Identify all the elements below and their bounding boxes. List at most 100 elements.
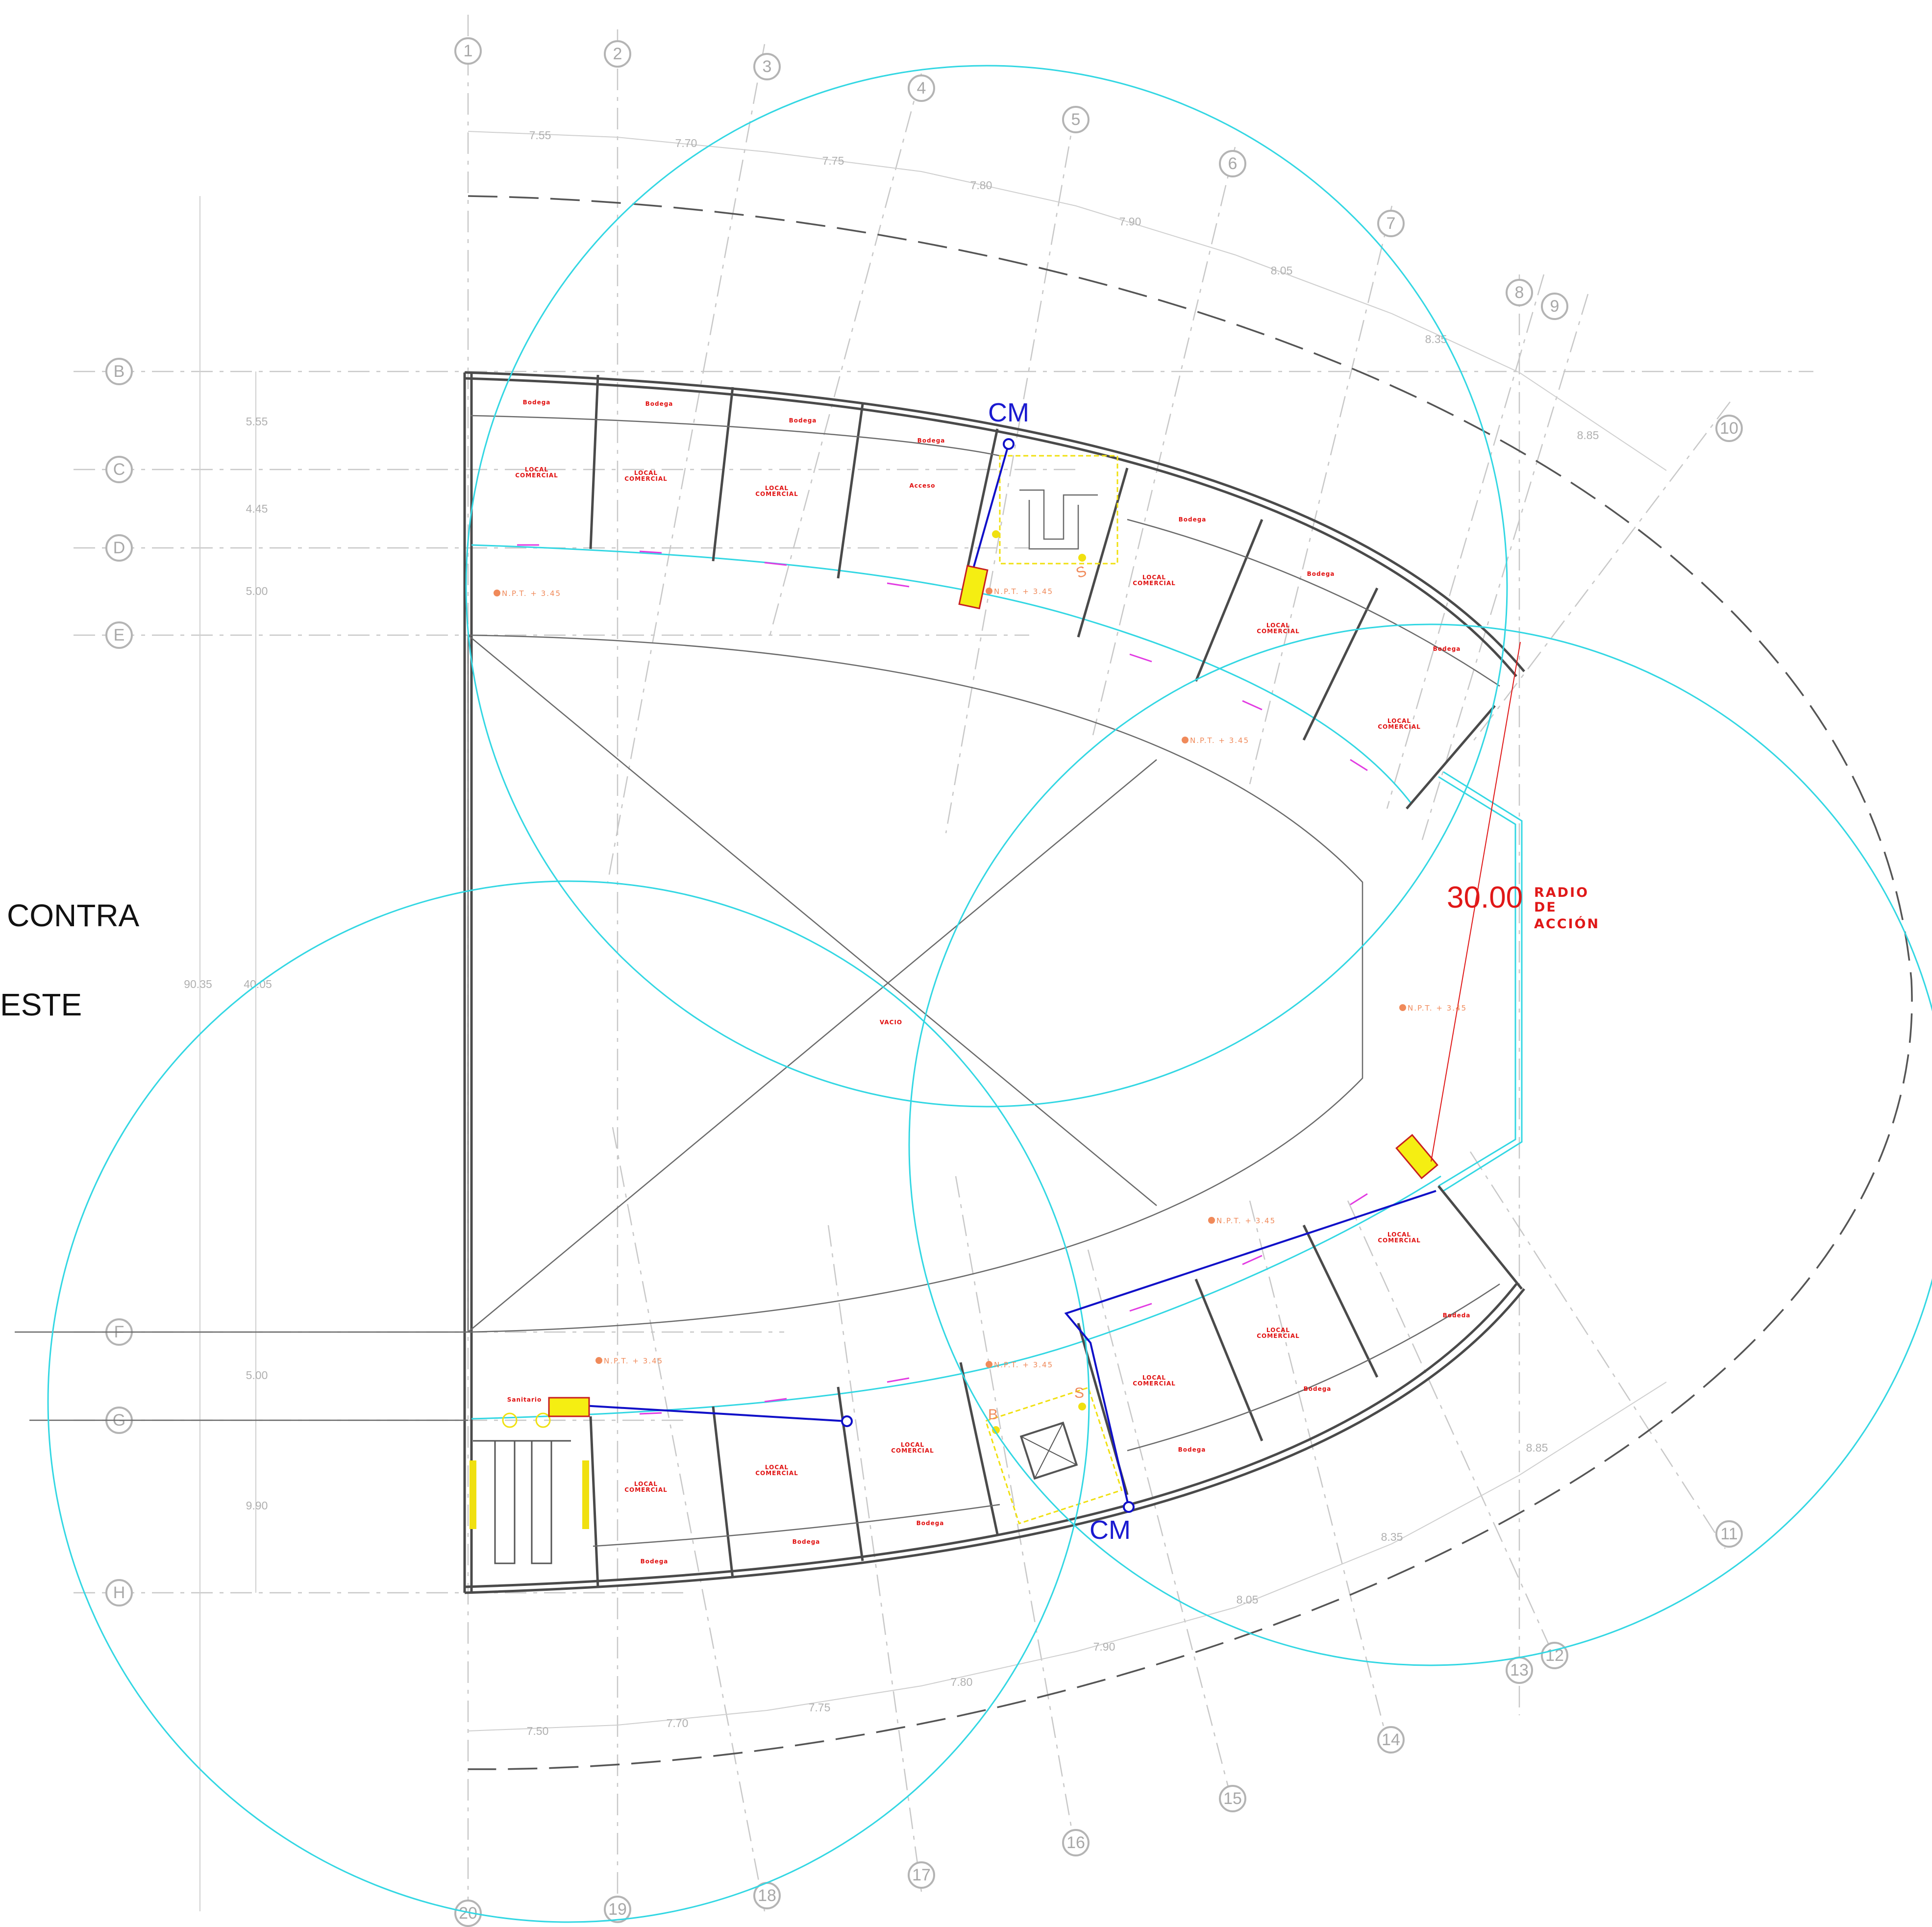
- svg-text:11: 11: [1720, 1525, 1737, 1543]
- dim-bottom-2: 7.70: [667, 1717, 689, 1729]
- grid-bubble-D: D: [105, 534, 133, 562]
- radius-line: [1431, 642, 1521, 1162]
- dim-top-5: 7.90: [1119, 215, 1141, 228]
- npt-4: N.P.T. + 3.45: [1408, 1004, 1467, 1013]
- grid-bubble-19: 19: [604, 1896, 631, 1923]
- radius-label-3: ACCIÓN: [1534, 916, 1600, 932]
- room-local-5: LOCAL: [1266, 622, 1290, 629]
- room-bodega-9: Bodega: [793, 1538, 820, 1545]
- npt-7: N.P.T. + 3.45: [994, 1360, 1053, 1369]
- dim-left-1: 5.55: [246, 415, 268, 428]
- outer-dashed-arc: [468, 195, 1913, 1770]
- room-local-11: LOCAL: [1266, 1327, 1290, 1334]
- room-comercial-5: COMERCIAL: [1257, 628, 1300, 635]
- room-local-10: LOCAL: [1142, 1374, 1166, 1381]
- room-vacio: VACIO: [880, 1019, 902, 1026]
- room-comercial-11: COMERCIAL: [1257, 1333, 1300, 1339]
- grid-bubble-5: 5: [1062, 106, 1090, 133]
- grid-bubble-11: 11: [1715, 1520, 1743, 1548]
- grid-bubbles-bottom: 11 12 13 14 15 16 17 18 19 20: [454, 1520, 1743, 1927]
- room-bodega-6: Bodega: [1307, 570, 1335, 577]
- npt-1: N.P.T. + 3.45: [502, 589, 561, 598]
- room-comercial-2: COMERCIAL: [624, 475, 668, 482]
- room-local-1: LOCAL: [525, 466, 548, 473]
- grid-bubble-9: 9: [1541, 293, 1568, 320]
- grid-bubble-12: 12: [1541, 1642, 1568, 1669]
- grid-bubble-10: 10: [1715, 415, 1743, 442]
- dim-top-2: 7.70: [675, 137, 697, 149]
- stair-bottom: B S: [985, 1385, 1123, 1525]
- dim-bottom-5: 7.90: [1093, 1640, 1115, 1653]
- dim-bottom-6: 8.05: [1237, 1593, 1259, 1606]
- svg-text:6: 6: [1228, 154, 1238, 173]
- radius-label-1: RADIO: [1534, 885, 1589, 900]
- left-title-line-1: CONTRA: [7, 898, 140, 933]
- svg-text:2: 2: [613, 45, 622, 63]
- room-bodega-2: Bodega: [645, 400, 673, 407]
- room-comercial-3: COMERCIAL: [755, 491, 798, 497]
- room-bodega-13: Bodeda: [1443, 1312, 1471, 1319]
- dim-left-3: 5.00: [246, 585, 268, 597]
- dim-left-2: 4.45: [246, 502, 268, 515]
- npt-5: N.P.T. + 3.45: [1216, 1216, 1276, 1225]
- radius-label-2: DE: [1534, 900, 1557, 915]
- dim-bottom-3: 7.75: [809, 1701, 831, 1714]
- room-local-8: LOCAL: [765, 1464, 789, 1471]
- svg-text:14: 14: [1382, 1730, 1400, 1749]
- grid-bubble-C: C: [105, 456, 133, 483]
- room-local-12: LOCAL: [1387, 1231, 1411, 1238]
- room-local-4: LOCAL: [1142, 574, 1166, 581]
- room-bodega-5: Bodega: [1179, 516, 1207, 523]
- room-bodega-12: Bodega: [1304, 1385, 1332, 1392]
- room-comercial-9: COMERCIAL: [891, 1447, 934, 1454]
- svg-text:12: 12: [1545, 1646, 1564, 1665]
- grid-bubble-6: 6: [1219, 150, 1246, 177]
- grid-bubble-18: 18: [753, 1882, 781, 1909]
- room-bodega-1: Bodega: [523, 399, 551, 406]
- grid-bubble-13: 13: [1506, 1656, 1533, 1684]
- door-markers: [517, 544, 1368, 1415]
- fire-pipes: [583, 438, 1437, 1513]
- grid-bubble-H: H: [105, 1579, 133, 1606]
- dim-top-6: 8.05: [1271, 264, 1293, 277]
- radius-value: 30.00: [1447, 881, 1523, 914]
- room-local-3: LOCAL: [765, 485, 789, 492]
- dim-top-4: 7.80: [970, 179, 992, 192]
- grid-bubble-2: 2: [604, 40, 631, 68]
- room-comercial-8: COMERCIAL: [755, 1470, 798, 1477]
- room-local-9: LOCAL: [901, 1441, 924, 1448]
- svg-text:D: D: [113, 539, 125, 557]
- room-bodega-10: Bodega: [916, 1520, 944, 1527]
- room-comercial-6: COMERCIAL: [1378, 723, 1421, 730]
- room-labels: Bodega Bodega Bodega Bodega Bodega Bodeg…: [515, 399, 1470, 1565]
- grid-bubbles-top: 1 2 3 4 5 6 7 8 9 10: [454, 37, 1743, 442]
- dim-bottom-4: 7.80: [951, 1676, 973, 1688]
- coverage-circles: [47, 65, 1932, 1923]
- dim-top-8: 8.85: [1577, 429, 1599, 442]
- svg-text:15: 15: [1223, 1789, 1242, 1808]
- grid-bubble-7: 7: [1377, 210, 1405, 237]
- fire-cabinets: [548, 565, 1438, 1417]
- level-markers: N.P.T. + 3.45 N.P.T. + 3.45 N.P.T. + 3.4…: [494, 587, 1467, 1369]
- cm-label-top: CM: [988, 398, 1029, 427]
- stair-top-letter: S: [1074, 563, 1089, 582]
- dim-top-1: 7.55: [529, 129, 551, 142]
- grid-bubble-16: 16: [1062, 1829, 1090, 1856]
- room-bodega-3: Bodega: [789, 417, 817, 424]
- svg-text:B: B: [114, 362, 125, 381]
- svg-text:16: 16: [1066, 1833, 1085, 1852]
- label-sanitario: Sanitario: [507, 1396, 542, 1403]
- room-comercial-10: COMERCIAL: [1133, 1380, 1176, 1387]
- room-bodega-7: Bodega: [1433, 645, 1461, 652]
- svg-text:C: C: [113, 460, 125, 479]
- grid-axes: [74, 15, 1813, 1916]
- room-acceso: Acceso: [909, 482, 935, 489]
- grid-bubbles-left: B C D E F G H: [105, 358, 133, 1606]
- room-comercial-12: COMERCIAL: [1378, 1237, 1421, 1244]
- room-comercial-7: COMERCIAL: [624, 1486, 668, 1493]
- npt-6: N.P.T. + 3.45: [604, 1357, 663, 1365]
- npt-3: N.P.T. + 3.45: [1190, 736, 1249, 745]
- room-comercial-1: COMERCIAL: [515, 472, 558, 479]
- dim-left-4: 5.00: [246, 1369, 268, 1382]
- grid-bubble-20: 20: [454, 1900, 482, 1927]
